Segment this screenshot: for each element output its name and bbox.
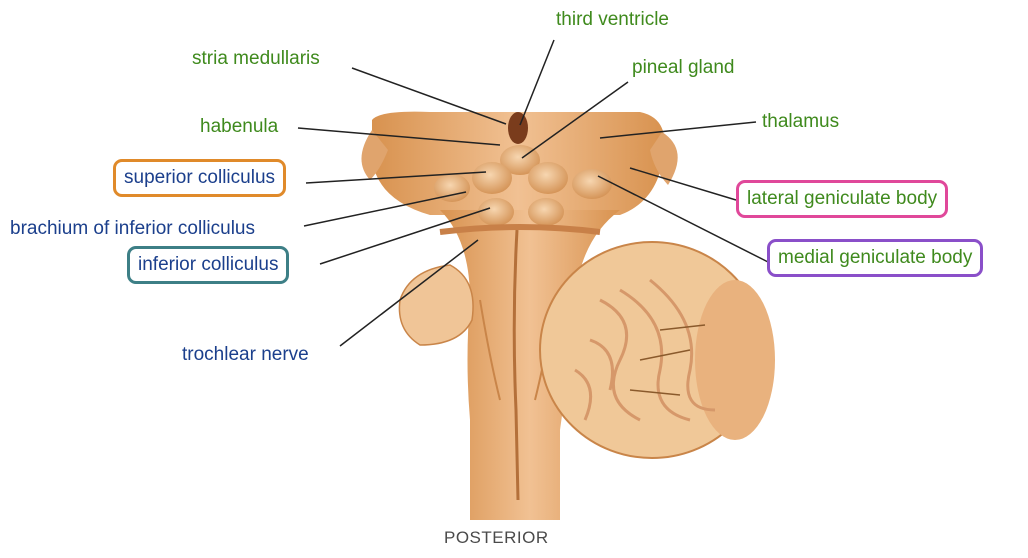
label-pineal-gland: pineal gland: [632, 57, 735, 78]
geniculate-right: [572, 169, 612, 199]
medulla-fold-left: [479, 299, 501, 401]
label-thalamus: thalamus: [762, 111, 840, 132]
geniculate-left: [434, 174, 470, 202]
label-brachium-inferior-colliculus: brachium of inferior colliculus: [10, 218, 255, 239]
label-trochlear-nerve: trochlear nerve: [182, 344, 309, 365]
label-inferior-colliculus: inferior colliculus: [127, 246, 290, 284]
label-habenula: habenula: [200, 116, 279, 137]
left-cut-peduncle: [398, 264, 474, 346]
superior-colliculus-right: [528, 162, 568, 194]
label-medial-geniculate-body: medial geniculate body: [767, 239, 984, 277]
lateral-wing-right: [650, 132, 678, 185]
label-superior-colliculus: superior colliculus: [113, 159, 287, 197]
label-lateral-geniculate-body: lateral geniculate body: [736, 180, 949, 218]
inferior-colliculus-left: [478, 198, 514, 226]
peduncle-band: [439, 224, 601, 235]
caption-posterior: POSTERIOR: [444, 528, 549, 547]
label-stria-medullaris: stria medullaris: [192, 48, 320, 69]
third-ventricle-shape: [508, 112, 528, 144]
lateral-wing-left: [361, 130, 388, 180]
cerebellum-section: [539, 241, 775, 459]
inferior-colliculus-right: [528, 198, 564, 226]
leader-lines: [297, 39, 769, 347]
midline-groove: [512, 229, 520, 501]
label-third-ventricle: third ventricle: [556, 9, 669, 30]
superior-colliculus-left: [472, 162, 512, 194]
